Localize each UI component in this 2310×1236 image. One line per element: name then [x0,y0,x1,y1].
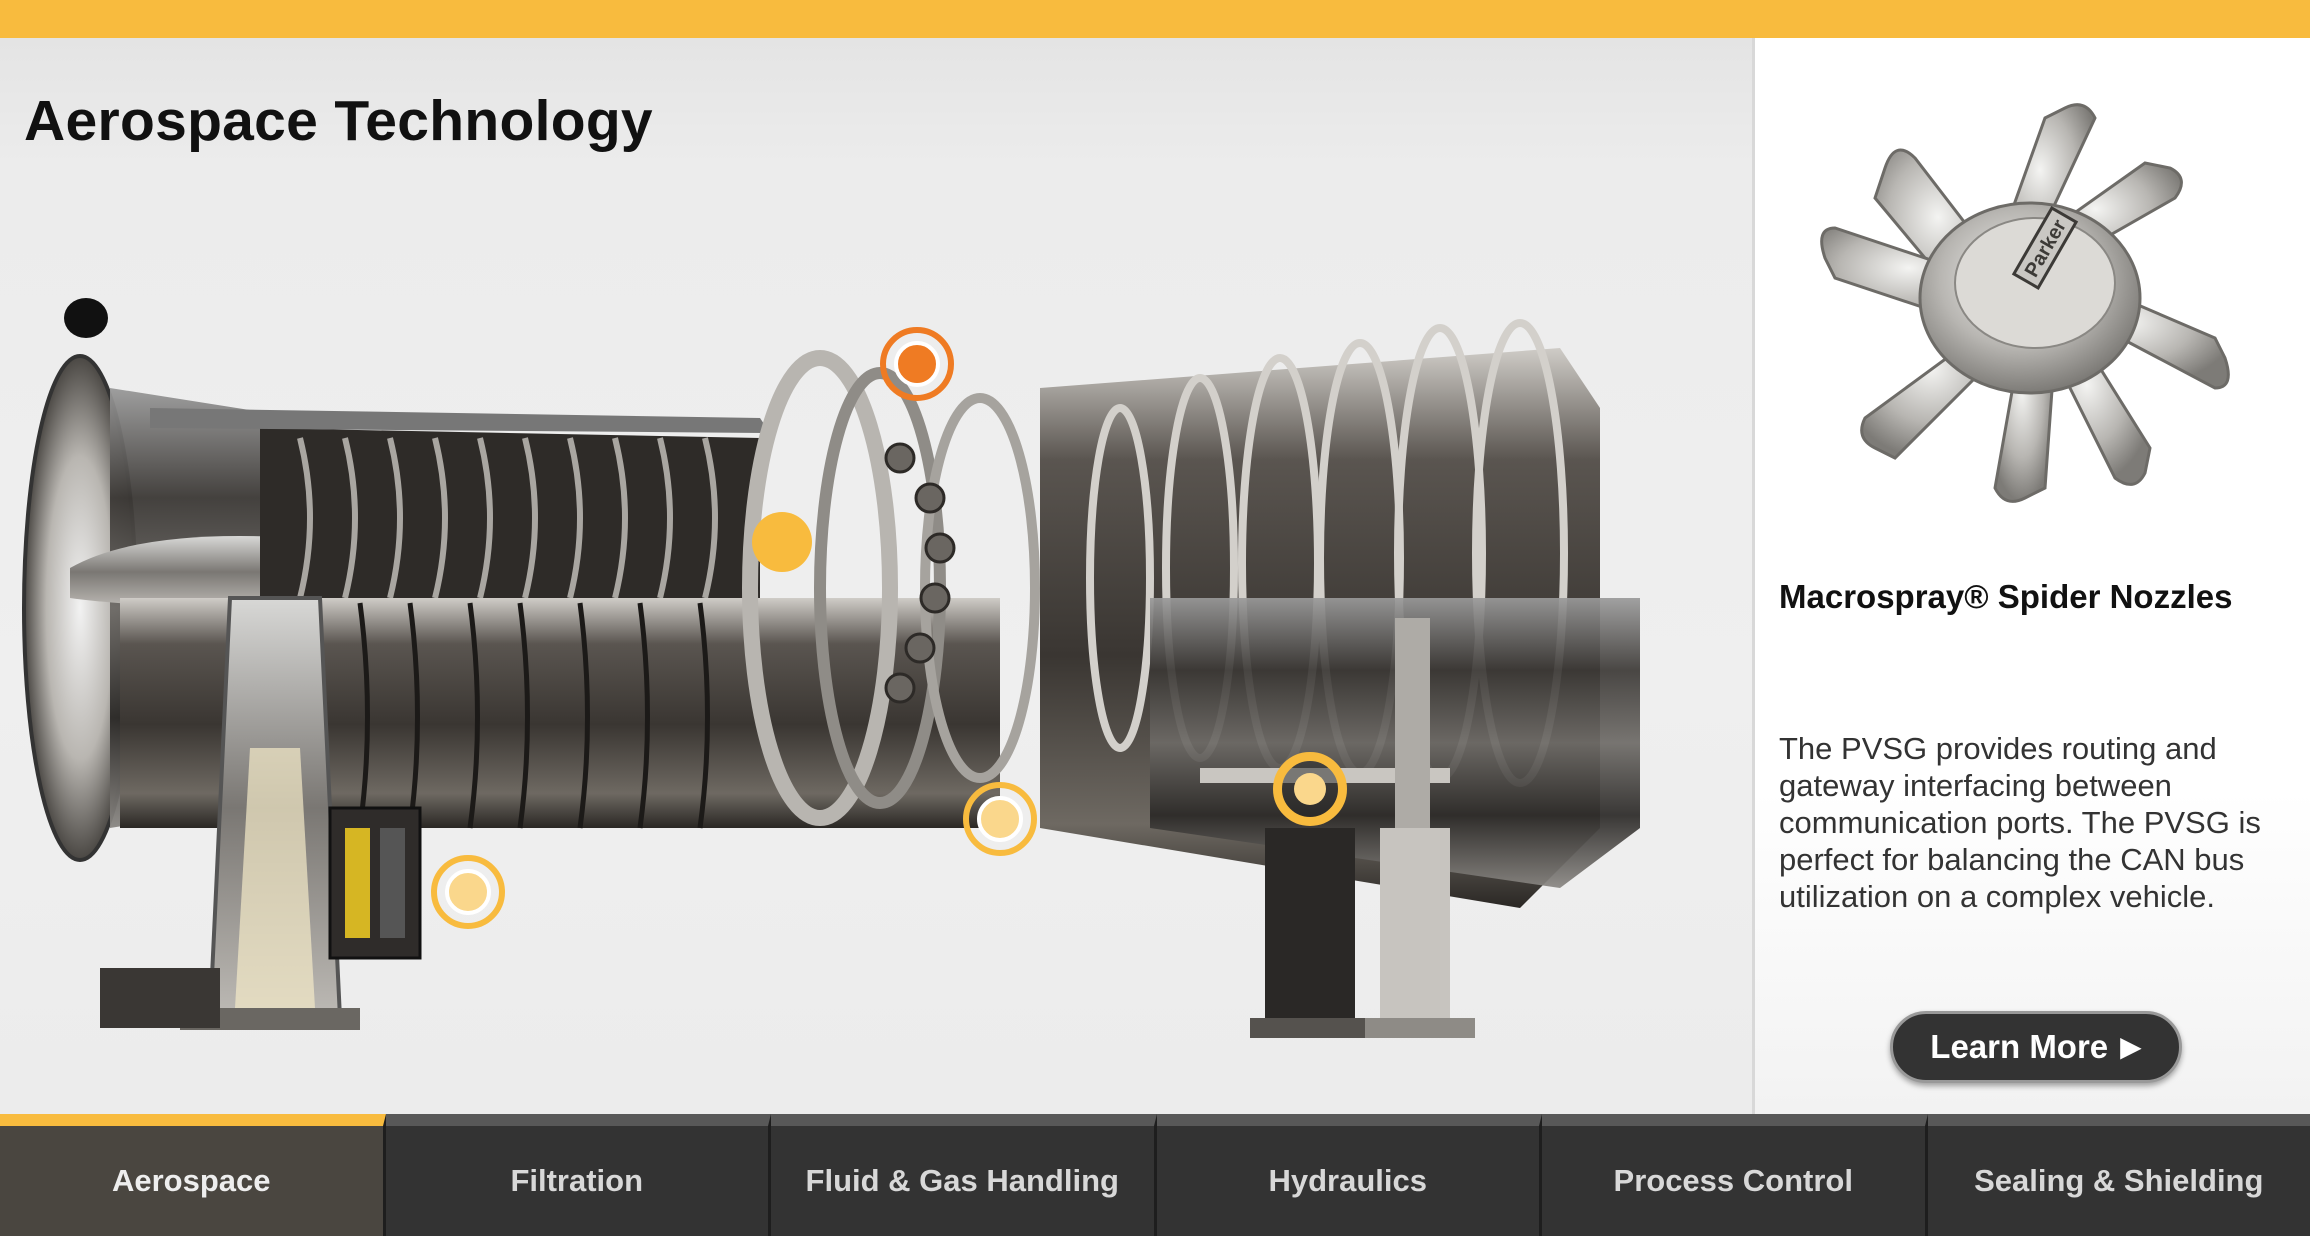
learn-more-label: Learn More [1930,1028,2109,1065]
product-description: The PVSG provides routing and gateway in… [1779,731,2261,914]
hotspot-dot [1294,773,1326,805]
hotspot-ring [1273,752,1347,826]
page-title: Aerospace Technology [24,89,653,153]
hotspot-5[interactable] [1273,752,1347,826]
product-name: Macrospray® Spider Nozzles [1779,578,2233,615]
main-area: Aerospace Technology [0,38,1752,1114]
hotspot-dot [445,869,491,915]
category-nav: Aerospace Filtration Fluid & Gas Handlin… [0,1114,2310,1236]
learn-more-button[interactable]: Learn More ▶ [1890,1011,2182,1083]
play-arrow-icon: ▶ [2120,1031,2142,1062]
hotspot-ring [880,327,954,401]
hotspot-1[interactable] [880,327,954,401]
top-accent-bar [0,0,2310,38]
hotspot-dot [752,512,812,572]
product-detail-panel: Parker Macrospray® Spider Nozzles The PV… [1752,38,2310,1114]
hotspot-3[interactable] [963,782,1037,856]
tab-fluid-gas-handling[interactable]: Fluid & Gas Handling [771,1114,1157,1236]
tab-filtration[interactable]: Filtration [385,1114,771,1236]
hotspot-ring [963,782,1037,856]
tab-hydraulics[interactable]: Hydraulics [1156,1114,1542,1236]
hotspot-4[interactable] [431,855,505,929]
turbine-engine-image [22,298,1640,1038]
hotspot-dot [977,796,1023,842]
hotspot-ring [431,855,505,929]
tab-process-control[interactable]: Process Control [1542,1114,1928,1236]
engine-illustration [0,268,1752,1058]
hotspot-2[interactable] [745,505,819,579]
hotspot-dot [894,341,940,387]
tab-sealing-shielding[interactable]: Sealing & Shielding [1927,1114,2310,1236]
spider-nozzle-image: Parker [1820,103,2230,503]
tab-aerospace[interactable]: Aerospace [0,1114,386,1236]
